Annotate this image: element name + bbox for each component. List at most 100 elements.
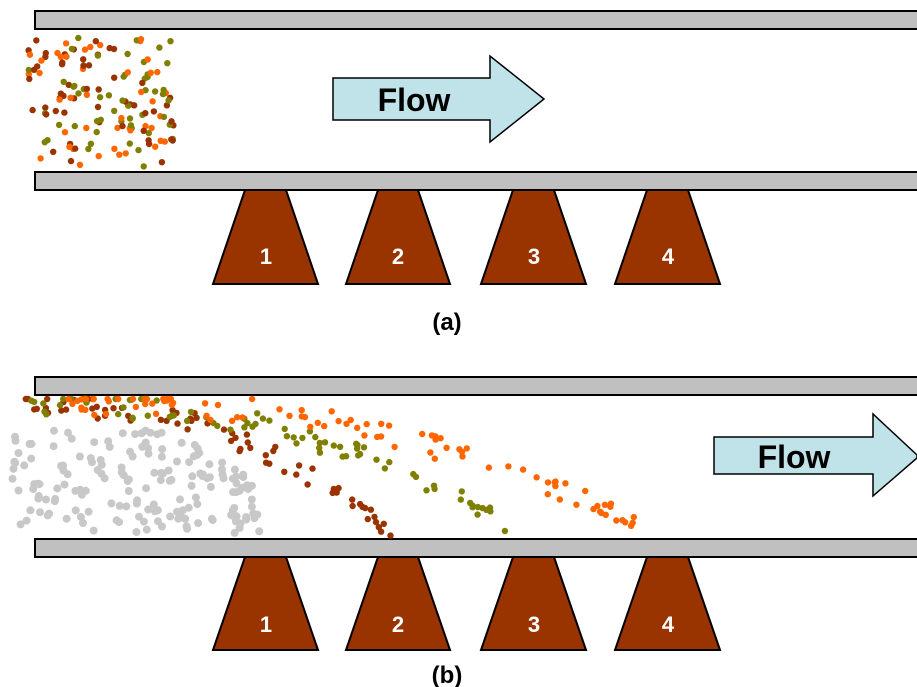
particle-a	[94, 52, 102, 59]
particle-gray	[239, 473, 248, 482]
particle-olive	[266, 417, 273, 424]
panel-a: Flow 1 2 3 4 (a)	[25, 10, 917, 336]
particle-gray	[242, 515, 251, 524]
particle-olive	[290, 434, 297, 441]
particle-orange	[129, 395, 137, 403]
particle-gray	[176, 495, 184, 504]
particle-brown	[349, 496, 356, 503]
particle-a	[97, 41, 104, 49]
particle-brown	[220, 426, 228, 433]
particle-orange	[613, 517, 620, 524]
particle-a	[114, 124, 121, 132]
particle-olive	[40, 400, 47, 407]
particle-a	[62, 40, 70, 47]
particle-gray	[126, 447, 135, 456]
particle-brown	[247, 444, 254, 452]
particle-olive	[501, 527, 509, 535]
particle-brown	[371, 513, 378, 521]
particle-a	[95, 152, 102, 160]
particle-gray	[255, 527, 264, 536]
particle-gray	[157, 452, 166, 461]
particle-brown	[174, 420, 181, 427]
particle-gray	[166, 512, 175, 521]
particle-gray	[71, 506, 80, 515]
particle-a	[72, 145, 79, 152]
particle-orange	[630, 513, 637, 521]
particle-gray	[137, 429, 146, 438]
particle-gray	[75, 452, 84, 461]
particle-orange	[239, 414, 246, 421]
particle-gray	[206, 482, 215, 491]
particle-orange	[203, 412, 210, 419]
particle-a	[93, 128, 100, 136]
particle-gray	[50, 426, 58, 435]
nozzle-shape-3-b	[479, 556, 588, 651]
particle-a	[145, 129, 152, 137]
caption-a: (a)	[432, 309, 461, 336]
particle-olive	[293, 440, 300, 447]
particle-gray	[22, 516, 31, 525]
particle-gray	[158, 445, 167, 454]
particle-olive	[458, 488, 465, 495]
bottom-wall-b	[34, 538, 917, 558]
particle-orange	[248, 395, 256, 403]
particle-a	[70, 83, 77, 90]
particle-olive	[316, 439, 323, 447]
particle-a	[126, 140, 133, 147]
particle-olive	[474, 511, 481, 518]
particle-a	[60, 78, 67, 86]
particle-gray	[230, 528, 239, 537]
nozzle-1-a: 1	[211, 189, 320, 285]
particle-a	[118, 114, 125, 122]
particle-a	[68, 45, 76, 53]
particle-orange	[573, 501, 580, 508]
particle-a	[131, 102, 138, 109]
particle-olive	[28, 397, 35, 404]
particle-orange	[378, 420, 385, 427]
particle-gray	[191, 493, 200, 502]
particle-orange	[556, 496, 563, 503]
particle-brown	[304, 481, 311, 488]
particle-gray	[132, 528, 141, 536]
particle-olive	[360, 444, 368, 451]
nozzle-label-1-a: 1	[260, 244, 272, 269]
particle-a	[135, 146, 142, 154]
particle-orange	[82, 406, 89, 413]
particle-brown	[227, 437, 235, 445]
particle-orange	[432, 436, 439, 443]
particle-brown	[22, 395, 29, 403]
particle-brown	[362, 504, 369, 512]
particle-olive	[410, 470, 417, 478]
particle-brown	[110, 405, 117, 412]
particle-gray	[142, 525, 151, 534]
particle-a	[65, 81, 73, 89]
nozzle-4-a: 4	[613, 189, 722, 285]
particle-a	[26, 51, 34, 58]
flow-arrow-a: Flow	[332, 54, 546, 144]
particle-olive	[214, 422, 221, 430]
particle-gray	[188, 472, 197, 481]
particle-a	[83, 85, 91, 93]
particle-a	[149, 98, 156, 105]
particle-brown	[387, 532, 394, 539]
particle-orange	[505, 463, 512, 470]
particle-olive	[354, 441, 361, 449]
particle-orange	[459, 453, 466, 460]
particle-gray	[159, 469, 168, 478]
particle-olive	[330, 442, 337, 449]
particle-gray	[27, 439, 36, 448]
caption-b: (b)	[432, 662, 463, 687]
nozzle-shape-2-a	[344, 189, 452, 285]
particle-a	[59, 59, 66, 66]
particle-a	[158, 159, 166, 166]
particle-brown	[262, 459, 270, 466]
particle-gray	[149, 500, 158, 509]
particle-orange	[201, 400, 209, 407]
particle-olive	[144, 412, 151, 419]
particle-gray	[146, 428, 155, 437]
particle-olive	[241, 424, 248, 431]
particle-gray	[8, 474, 17, 483]
particle-a	[150, 108, 158, 115]
particle-orange	[321, 422, 328, 430]
particle-gray	[16, 520, 25, 529]
